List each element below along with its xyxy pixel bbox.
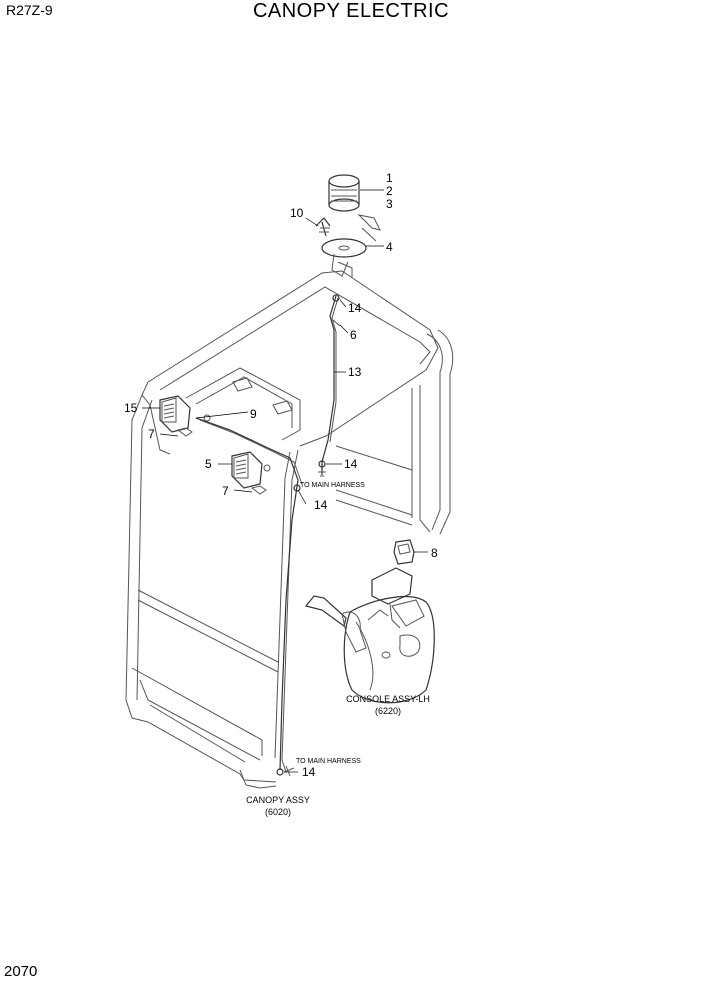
model-code: R27Z-9 — [6, 2, 53, 18]
callout-9: 9 — [250, 407, 257, 421]
console-assy-name: CONSOLE ASSY-LH — [346, 694, 430, 704]
rocker-switch — [393, 539, 415, 565]
callout-1: 1 — [386, 171, 393, 185]
callout-6: 6 — [350, 328, 357, 342]
work-lamp-left — [159, 395, 193, 437]
callout-14-mid: 14 — [344, 457, 358, 471]
leader-lines — [142, 189, 428, 773]
callout-14-top: 14 — [348, 301, 362, 315]
callout-4: 4 — [386, 240, 393, 254]
bolt — [315, 217, 331, 237]
callout-15: 15 — [124, 401, 138, 415]
callout-14-post: 14 — [314, 498, 328, 512]
page-title: CANOPY ELECTRIC — [252, 0, 450, 22]
callout-7-right: 7 — [222, 484, 229, 498]
note-to-main-harness-lower: TO MAIN HARNESS — [296, 758, 361, 765]
console-assy-code: (6220) — [375, 706, 401, 716]
harness-wire-13 — [318, 294, 341, 477]
callout-2: 2 — [386, 184, 393, 198]
callout-7-left: 7 — [148, 427, 155, 441]
canopy-frame — [125, 270, 454, 789]
mounting-plate — [321, 238, 367, 278]
callout-14-bottom: 14 — [302, 765, 316, 779]
page-number: 2070 — [4, 963, 38, 980]
callout-5: 5 — [205, 457, 212, 471]
note-to-main-harness-upper: TO MAIN HARNESS — [300, 482, 365, 489]
callout-3: 3 — [386, 197, 393, 211]
callout-13: 13 — [348, 365, 362, 379]
console-assembly — [304, 567, 435, 704]
callout-10: 10 — [290, 206, 304, 220]
harness-wire-9 — [195, 414, 303, 777]
beacon-lamp — [328, 174, 381, 242]
canopy-assy-name: CANOPY ASSY — [246, 795, 310, 805]
canopy-assy-code: (6020) — [265, 807, 291, 817]
callout-8: 8 — [431, 546, 438, 560]
work-lamp-right — [231, 451, 267, 495]
